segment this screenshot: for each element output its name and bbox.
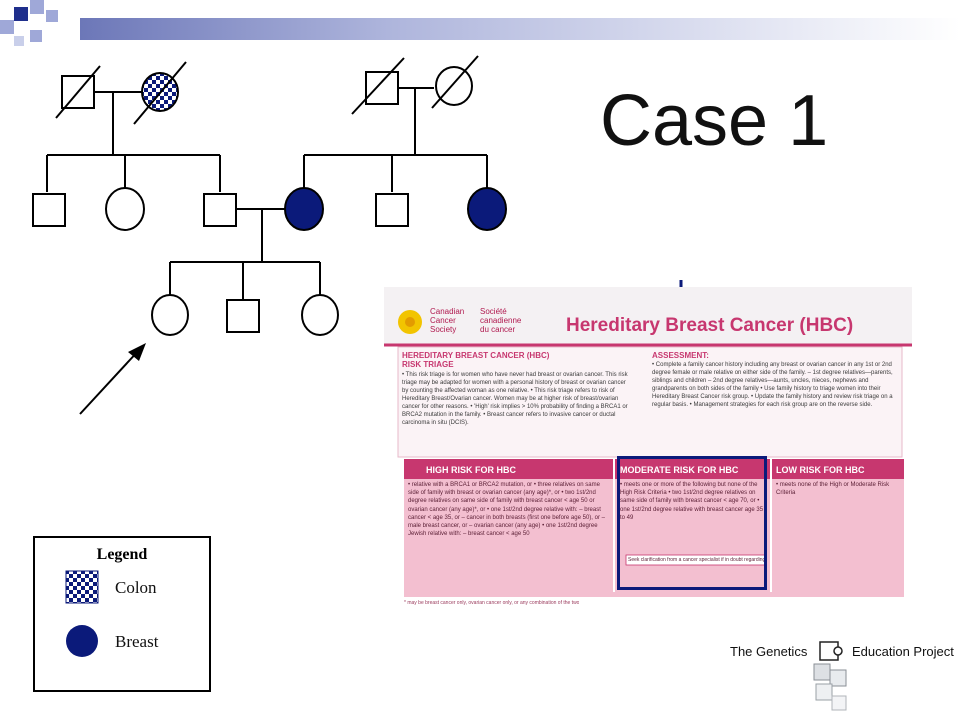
deceased-slash (55, 65, 101, 119)
father (203, 193, 237, 227)
logo-text-left: The Genetics (730, 644, 808, 659)
triage-text: • This risk triage is for women who have… (402, 372, 628, 426)
aunt-maternal-breast-cancer (467, 187, 507, 231)
proband (151, 294, 189, 336)
corner-decoration (0, 0, 58, 46)
high-risk-title: HIGH RISK FOR HBC (426, 465, 516, 475)
uncle-maternal (375, 193, 409, 227)
org-name-en-2: Cancer (430, 316, 456, 325)
legend: Legend Colon Breast (33, 536, 211, 692)
legend-label-colon: Colon (115, 578, 157, 597)
genetics-education-project-logo: The Genetics Education Project (730, 640, 960, 720)
leaflet-footnote: * may be breast cancer only, ovarian can… (404, 600, 580, 606)
assessment-title: ASSESSMENT: (652, 351, 709, 360)
mother-breast-cancer (284, 187, 324, 231)
corner-square-light (0, 20, 14, 34)
corner-square-light (30, 0, 44, 14)
corner-square-dark (14, 7, 28, 21)
uncle-paternal (32, 193, 66, 227)
org-name-en-3: Society (430, 325, 457, 334)
hbc-leaflet-image: Canadian Cancer Society Société canadien… (384, 287, 912, 619)
brother (226, 299, 260, 333)
grandmother-maternal-deceased (435, 66, 473, 106)
aunt-paternal (105, 187, 145, 231)
deceased-slash (351, 57, 405, 115)
proband-arrowhead (128, 343, 146, 361)
checkered-square-icon (65, 570, 99, 604)
deceased-slash (133, 61, 187, 125)
org-name-fr-1: Société (480, 307, 507, 316)
puzzle-icon (813, 641, 847, 711)
assessment-text: • Complete a family cancer history inclu… (652, 362, 893, 408)
filled-circle-icon (66, 625, 98, 657)
moderate-risk-title: MODERATE RISK FOR HBC (620, 465, 739, 475)
org-name-fr-2: canadienne (480, 316, 522, 325)
clarification-text: Seek clarification from a cancer special… (628, 557, 766, 563)
corner-square-light (30, 30, 42, 42)
moderate-risk-text: • meets one or more of the following but… (620, 482, 764, 521)
slide-title: Case 1 (600, 81, 829, 161)
legend-title: Legend (96, 546, 148, 563)
daffodil-icon (398, 310, 422, 334)
highlight-box (617, 456, 767, 590)
sister (301, 294, 339, 336)
leaflet-background (384, 287, 912, 619)
legend-label-breast: Breast (115, 632, 159, 651)
triage-title-1: HEREDITARY BREAST CANCER (HBC) (402, 351, 550, 360)
logo-text-right: Education Project (852, 644, 954, 659)
low-risk-title: LOW RISK FOR HBC (776, 465, 865, 475)
proband-arrow (79, 348, 141, 415)
org-name-en-1: Canadian (430, 307, 465, 316)
grandfather-maternal-deceased (365, 71, 399, 105)
org-name-fr-3: du cancer (480, 325, 516, 334)
triage-title-2: RISK TRIAGE (402, 360, 454, 369)
high-risk-text: • relative with a BRCA1 or BRCA2 mutatio… (408, 482, 605, 538)
corner-square-light (46, 10, 58, 22)
deceased-slash (431, 55, 479, 109)
low-risk-text: • meets none of the High or Moderate Ris… (776, 482, 890, 497)
leaflet-heading: Hereditary Breast Cancer (HBC) (566, 315, 854, 336)
corner-square-light (14, 36, 24, 46)
top-bar (80, 18, 960, 40)
